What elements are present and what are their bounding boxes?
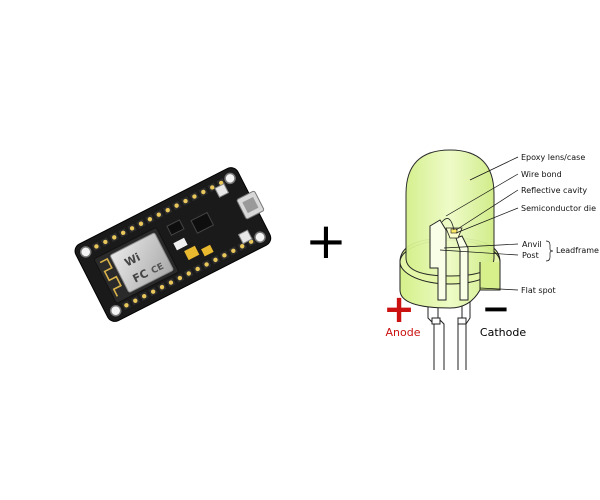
header-pin: [204, 262, 209, 267]
header-pin: [124, 303, 129, 308]
header-pin: [210, 185, 215, 190]
led-dome: [405, 149, 495, 277]
label-semiconductor-die: Semiconductor die: [521, 204, 596, 213]
header-pin: [156, 212, 162, 217]
header-pin: [159, 284, 165, 290]
header-pin: [103, 239, 108, 245]
header-pin: [133, 298, 138, 303]
antenna-trace: [99, 257, 122, 297]
header-pin: [201, 189, 206, 195]
pin-header-top: [91, 178, 226, 252]
post: [455, 235, 469, 301]
regulator-chip: [166, 219, 185, 236]
anode-label: Anode: [386, 326, 421, 339]
mounting-holes: [79, 172, 266, 317]
header-pin: [129, 226, 135, 231]
header-pin: [248, 239, 254, 244]
header-pin: [150, 289, 156, 294]
leader-lines: [439, 156, 554, 291]
header-pin: [218, 180, 224, 186]
header-pin: [177, 275, 183, 281]
usb-uart-chip: [190, 211, 215, 234]
anode-leg: [427, 300, 445, 370]
led-legs: [427, 300, 471, 370]
wifi-module: Wi FC CE: [94, 227, 179, 304]
header-pin: [183, 198, 188, 204]
header-pin: [240, 244, 245, 249]
label-post: Post: [522, 251, 539, 260]
header-pin: [147, 217, 153, 222]
header-pin: [94, 244, 99, 249]
pin-header-bottom: [121, 237, 256, 310]
header-pin: [142, 293, 147, 299]
header-pin: [195, 266, 200, 272]
header-pin: [168, 280, 174, 285]
cathode-sign: −: [482, 289, 511, 329]
anode-sign: +: [383, 287, 415, 331]
white-smd: [173, 237, 188, 251]
module-marking-fc: FC: [131, 267, 151, 286]
anvil: [429, 219, 447, 301]
header-pin: [120, 230, 126, 236]
capacitor-yellow-1: [184, 245, 200, 261]
label-wire-bond: Wire bond: [521, 170, 562, 179]
reset-button: [214, 183, 230, 198]
capacitor-yellow-2: [201, 244, 214, 257]
label-leadframe: Leadframe: [556, 246, 599, 255]
flat-spot: [479, 262, 501, 291]
led-diagram: Epoxy lens/case Wire bond Reflective cav…: [383, 149, 599, 370]
cathode-label: Cathode: [480, 326, 526, 339]
header-pin: [138, 221, 144, 226]
header-pin: [174, 203, 179, 208]
header-pin: [192, 194, 197, 199]
plus-operator: +: [305, 212, 347, 270]
nodemcu-board: Wi FC CE: [74, 167, 272, 322]
header-pin: [213, 257, 218, 263]
cathode-leg: [457, 300, 471, 370]
header-pin: [231, 248, 236, 253]
header-pin: [186, 271, 191, 276]
label-flat-spot: Flat spot: [521, 286, 556, 295]
header-pin: [222, 253, 227, 258]
label-epoxy-lens: Epoxy lens/case: [521, 153, 585, 162]
label-anvil: Anvil: [522, 240, 542, 249]
flash-button: [237, 229, 253, 245]
module-marking-wi: Wi: [122, 251, 142, 270]
wire-bond: [441, 218, 455, 231]
label-reflective-cavity: Reflective cavity: [521, 186, 587, 195]
header-pin: [112, 235, 117, 240]
header-pin: [165, 207, 170, 213]
